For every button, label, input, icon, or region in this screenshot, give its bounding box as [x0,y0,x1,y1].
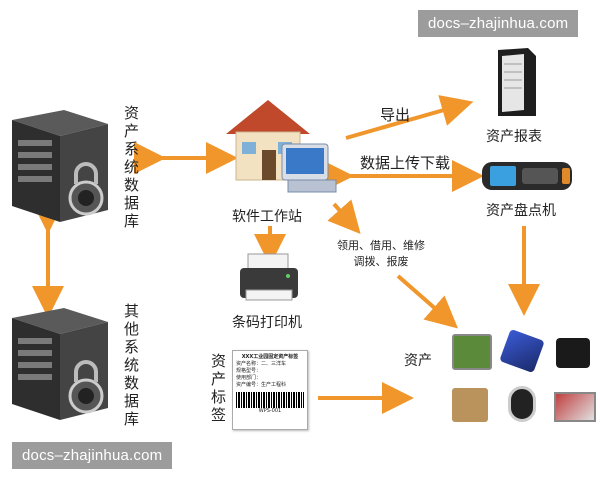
operations-label: 领用、借用、维修 调拨、报废 [326,238,436,270]
assets-label: 资产 [404,353,432,369]
asset-label-card: XXX工业园固定资产标签 资产名称：二、三洋车 规格型号： 使用部门： 资产编号… [232,350,308,430]
asset-db-label: 资产系统数据库 [124,104,140,230]
other-server-icon [12,308,108,420]
workstation-icon [226,100,337,193]
photo-icon [554,392,596,422]
operations-line: 调拨、报废 [353,255,409,268]
asset-label-caption: 资产标签 [211,352,227,424]
floppy-disk-icon [556,338,590,368]
label-card-row: 资产编号：生产工程科 [236,382,287,388]
export-label: 导出 [380,106,411,124]
printer-icon [240,253,298,301]
arrow-ops-to-assets [396,274,459,329]
presentation-icon [452,334,492,370]
arrow-to-ops [327,199,361,234]
barcode-icon [236,392,304,408]
padlock-icon [508,386,536,422]
sync-label: 数据上传下载 [360,154,451,172]
report-icon [498,48,536,116]
label-card-row: 规格型号： [236,368,262,374]
report-label: 资产报表 [486,129,542,145]
operations-line: 领用、借用、维修 [337,239,425,252]
label-card-row: 资产名称：二、三洋车 [236,361,287,367]
other-db-label: 其他系统数据库 [124,302,140,428]
handheld-scanner-icon [482,162,572,190]
label-card-row: 使用部门： [236,375,262,381]
arrow-export [345,95,474,140]
handheld-label: 资产盘点机 [486,203,556,219]
watermark-bottom: docs–zhajinhua.com [12,442,173,469]
workstation-label: 软件工作站 [232,209,302,225]
watermark-top: docs–zhajinhua.com [418,10,579,37]
printer-label: 条码打印机 [232,315,302,331]
label-card-code: WPS-001 [258,408,282,414]
server-icon [12,110,108,222]
package-icon [452,388,488,422]
label-card-title: XXX工业园固定资产标签 [241,354,299,360]
